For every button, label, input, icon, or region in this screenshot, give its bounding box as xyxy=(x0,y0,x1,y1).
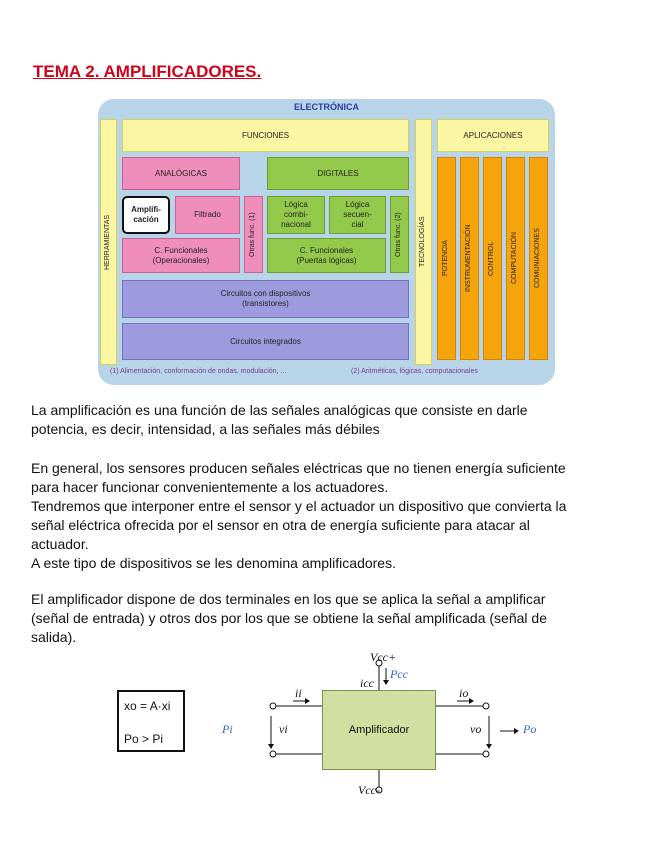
amplifier-block: Amplificador xyxy=(322,690,436,770)
digitales-block: DIGITALES xyxy=(267,157,409,190)
vcc-negative-label: Vcc- xyxy=(358,783,380,797)
analogicas-block: ANALÓGICAS xyxy=(122,157,240,190)
paragraph-amplificacion: La amplificación es una función de las s… xyxy=(31,402,528,437)
filtrado-block: Filtrado xyxy=(175,196,240,234)
vcc-positive-label: Vcc+ xyxy=(370,650,397,664)
vo-label: vo xyxy=(470,722,482,736)
diagram-title: ELECTRÓNICA xyxy=(294,102,359,112)
electronics-diagram: ELECTRÓNICA HERRAMIENTAS FUNCIONES ANALÓ… xyxy=(98,99,555,385)
circuitos-dispositivos-block: Circuitos con dispositivos (transistores… xyxy=(122,280,409,318)
page-title: TEMA 2. AMPLIFICADORES. xyxy=(33,62,262,81)
footnote-2: (2) Aritméticas, lógicas, computacionale… xyxy=(351,368,478,375)
aplicaciones-block: APLICACIONES xyxy=(437,119,549,152)
amplificacion-block: Amplifi- cación xyxy=(122,196,170,234)
paragraph-terminales: El amplificador dispone de dos terminale… xyxy=(31,591,547,645)
formula-gain: xo = A·xi xyxy=(124,699,171,713)
logica-combinacional-block: Lógica combi- nacional xyxy=(267,196,325,234)
funciones-block: FUNCIONES xyxy=(122,119,409,152)
vi-label: vi xyxy=(279,722,288,736)
cfun-operacionales-block: C. Funcionales (Operacionales) xyxy=(122,238,240,273)
pi-label: Pi xyxy=(222,722,233,736)
icc-label: icc xyxy=(360,676,374,690)
circuitos-integrados-block: Circuitos integrados xyxy=(122,323,409,360)
footnote-1: (1) Alimentación, conformación de ondas,… xyxy=(110,368,287,375)
formula-power: Po > Pi xyxy=(124,732,164,746)
logica-secuencial-block: Lógica secuen- cial xyxy=(329,196,386,234)
formula-box: xo = A·xi Po > Pi xyxy=(117,690,185,752)
po-label: Po xyxy=(523,722,537,736)
cfun-puertas-block: C. Funcionales (Puertas lógicas) xyxy=(267,238,386,273)
io-label: io xyxy=(459,686,469,700)
paragraph-sensores: En general, los sensores producen señale… xyxy=(31,460,567,571)
pcc-label: Pcc xyxy=(390,667,408,681)
ii-label: ii xyxy=(295,686,302,700)
